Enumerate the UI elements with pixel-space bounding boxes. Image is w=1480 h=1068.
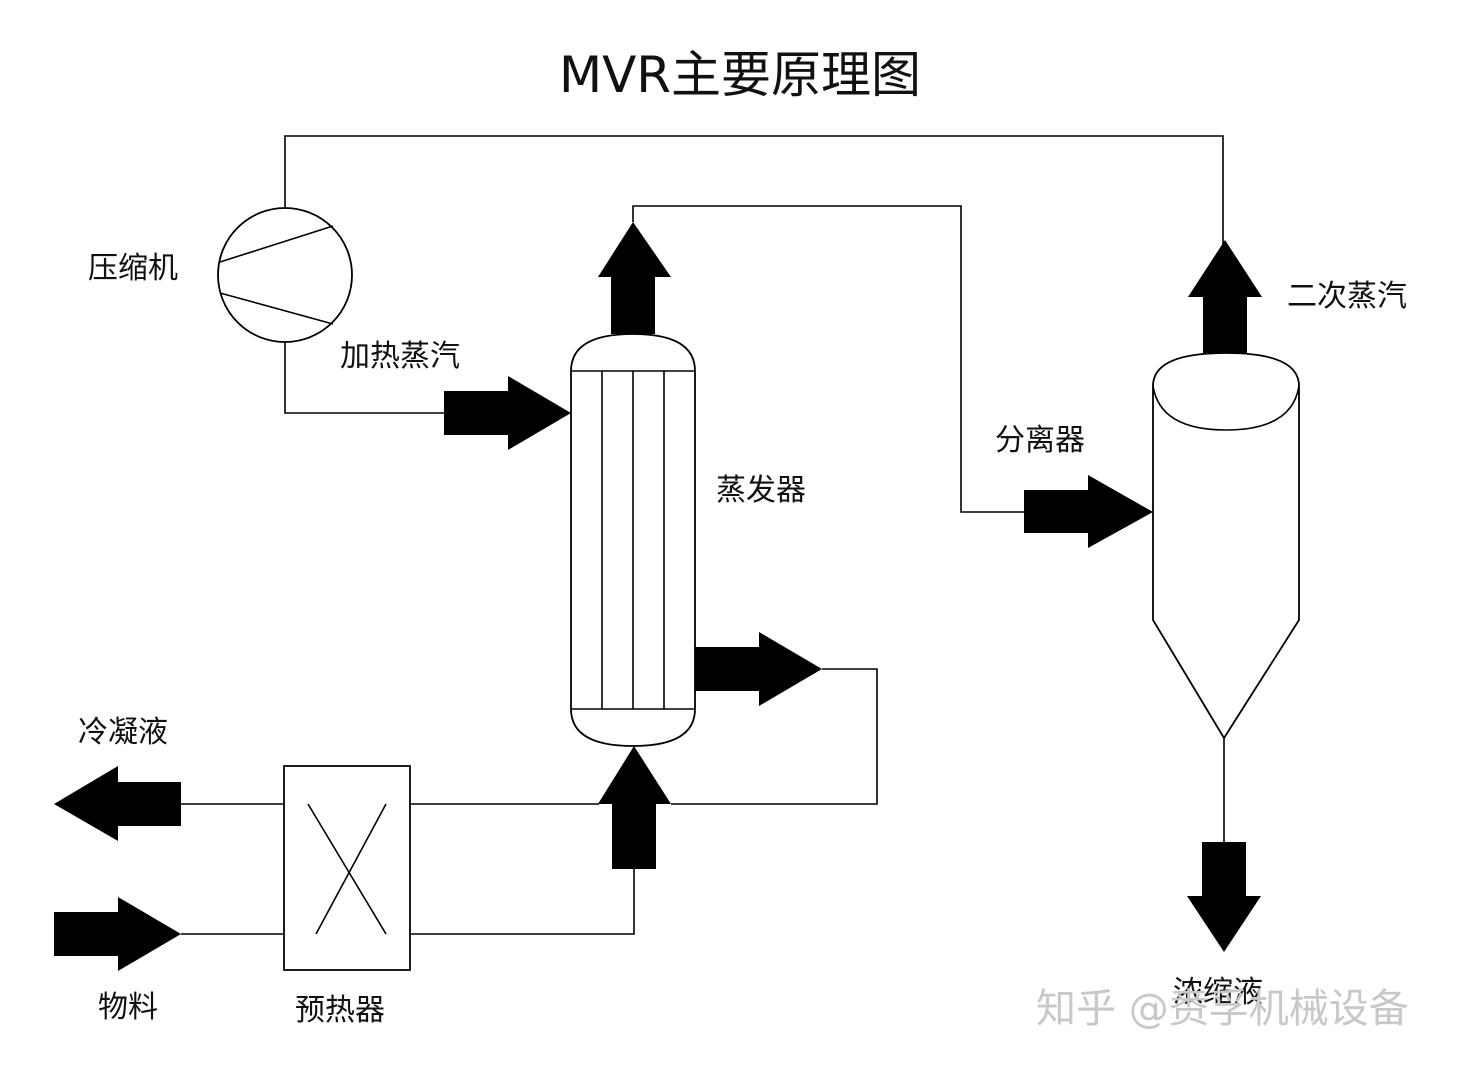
preheater-cross-a xyxy=(307,803,387,935)
pipe-compressor-to-heating-steam xyxy=(284,342,444,414)
pipe-preheater-to-feed-column xyxy=(386,869,635,935)
arrow-separator-in xyxy=(1024,475,1153,548)
arrow-concentrate-out xyxy=(1187,842,1261,952)
watermark-text: 知乎 @赉孚机械设备 xyxy=(1036,986,1409,1032)
arrow-condensate-out xyxy=(54,766,181,841)
label-heating-steam: 加热蒸汽 xyxy=(340,339,460,374)
compressor-vane-bottom xyxy=(219,292,334,325)
arrow-secondary-steam-out xyxy=(1188,240,1262,353)
compressor-vane-top xyxy=(219,225,334,263)
arrow-heating-steam-in xyxy=(444,376,571,450)
compressor-body xyxy=(217,207,353,343)
compressor xyxy=(217,207,353,343)
pipe-evaporator-top-to-separator xyxy=(632,205,1024,513)
separator xyxy=(1152,352,1300,740)
pipe-evaporator-recirculation xyxy=(671,668,878,805)
pipe-compressor-to-separator-top xyxy=(284,135,1224,244)
arrow-feed-in xyxy=(54,897,181,971)
arrow-evaporator-feed-in xyxy=(598,746,671,869)
label-feed: 物料 xyxy=(98,990,158,1025)
label-preheater: 预热器 xyxy=(295,993,385,1028)
separator-shell xyxy=(1152,352,1300,740)
diagram-title: MVR主要原理图 xyxy=(559,46,921,104)
label-separator: 分离器 xyxy=(995,423,1085,458)
label-condensate: 冷凝液 xyxy=(78,715,168,750)
label-evaporator: 蒸发器 xyxy=(716,473,806,508)
preheater xyxy=(283,765,411,971)
separator-top-curve xyxy=(1152,385,1300,431)
label-secondary-steam: 二次蒸汽 xyxy=(1287,279,1407,314)
evaporator xyxy=(570,333,696,747)
arrow-evaporator-liquid-out xyxy=(695,632,822,706)
arrow-evaporator-vapor-out xyxy=(598,222,671,334)
preheater-cross-b xyxy=(315,803,387,935)
label-concentrate: 浓缩液 xyxy=(1173,975,1263,1010)
label-compressor: 压缩机 xyxy=(88,251,178,286)
